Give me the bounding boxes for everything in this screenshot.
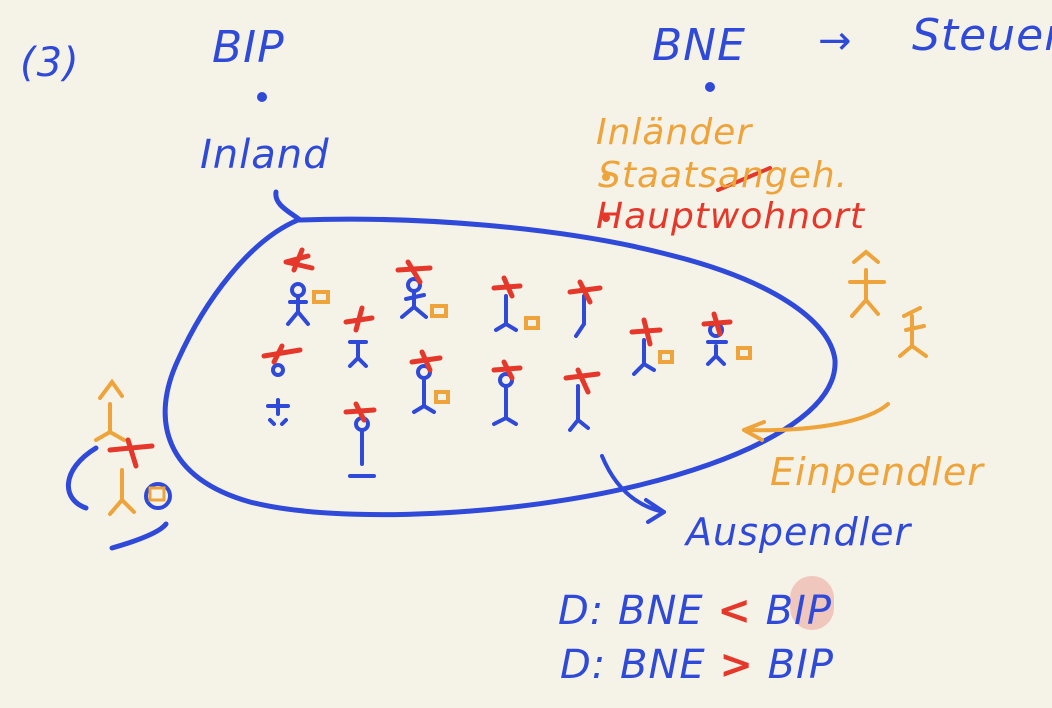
orange-marks-inside	[312, 290, 752, 404]
relation-2-b: BIP	[767, 642, 834, 688]
section-label: (3)	[20, 40, 80, 86]
relation-1-b: BIP	[765, 588, 832, 634]
auspendler-figure-left	[66, 378, 172, 551]
relation-highlight	[790, 576, 834, 630]
bullet-staat	[602, 173, 610, 181]
strike-line	[716, 166, 772, 192]
bip-dot	[257, 92, 267, 102]
relation-2: D: BNE > BIP	[560, 642, 834, 688]
bne-heading: BNE	[652, 20, 746, 71]
steuer-label: Steuer	[912, 10, 1052, 61]
relation-2-sign: >	[719, 642, 754, 688]
inland-label: Inland	[200, 132, 330, 178]
einpendler-figures	[742, 249, 928, 442]
hats	[261, 247, 733, 423]
hauptwohnort-label: Hauptwohnort	[596, 196, 865, 237]
inland-boundary	[162, 189, 838, 518]
auspendler-label: Auspendler	[686, 510, 912, 554]
relation-2-a: BNE	[620, 642, 706, 688]
relation-2-left: D:	[560, 642, 607, 688]
relation-1: D: BNE < BIP	[558, 588, 832, 634]
bne-dot	[705, 82, 715, 92]
staatsangeh-label: Staatsangeh.	[598, 155, 849, 196]
inlaender-label: Inländer	[596, 112, 753, 153]
relation-1-sign: <	[717, 588, 752, 634]
auspendler-arrow	[600, 454, 666, 524]
bip-heading: BIP	[212, 22, 285, 73]
relation-1-a: BNE	[618, 588, 704, 634]
inland-people	[266, 277, 728, 478]
arrow-icon: →	[818, 18, 853, 64]
relation-1-left: D:	[558, 588, 605, 634]
bullet-haupt	[602, 214, 610, 222]
einpendler-label: Einpendler	[770, 450, 984, 494]
